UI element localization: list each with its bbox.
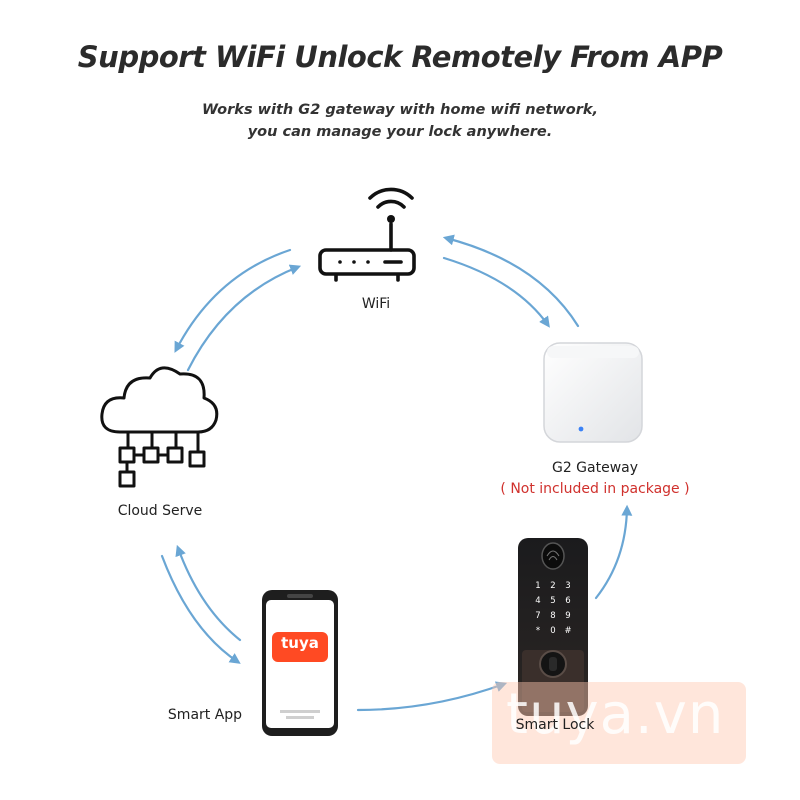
arrow-lock-to-gateway	[594, 504, 633, 600]
keypad-key: 6	[565, 596, 570, 606]
keypad-key: 3	[565, 581, 570, 591]
keypad-key: 8	[550, 611, 555, 621]
subtitle-line-2: you can manage your lock anywhere.	[247, 124, 553, 140]
watermark-text: tuya.vn	[506, 682, 725, 747]
keypad-key: 5	[550, 596, 555, 606]
wifi-label: WiFi	[361, 296, 391, 312]
keypad-key: 1	[535, 581, 540, 591]
watermark-badge	[492, 682, 746, 764]
smartphone-image	[262, 590, 338, 736]
tuya-app-icon	[272, 632, 328, 662]
smart-lock-label: Smart Lock	[515, 717, 595, 733]
keypad-key: #	[564, 626, 571, 636]
page-subtitle: Works with G2 gateway with home wifi net…	[0, 99, 800, 143]
arrow-wifi-to-cloud	[174, 248, 292, 353]
keypad-key: *	[536, 626, 540, 636]
subtitle-line-1: Works with G2 gateway with home wifi net…	[201, 102, 599, 118]
keypad-key: 4	[535, 596, 540, 606]
arrow-cloud-to-wifi	[186, 264, 302, 372]
keypad-key: 0	[550, 626, 555, 636]
arrow-wifi-to-gateway	[442, 256, 550, 328]
arrow-app-to-cloud	[175, 544, 242, 642]
keypad-key: 9	[565, 611, 570, 621]
not-included-note: ( Not included in package )	[500, 481, 690, 497]
page-title: Support WiFi Unlock Remotely From APP	[77, 40, 723, 74]
arrow-app-to-lock	[356, 681, 508, 712]
arrow-cloud-to-app	[160, 554, 241, 664]
smart-app-label: Smart App	[167, 707, 243, 723]
tuya-app-label: tuya	[281, 634, 319, 652]
cloud-serve-label: Cloud Serve	[117, 503, 203, 519]
smart-lock-image	[518, 538, 588, 716]
arrow-gateway-to-wifi	[442, 234, 580, 328]
wifi-router-icon	[318, 187, 416, 282]
g2-gateway-image	[543, 342, 643, 443]
keypad-key: 2	[550, 581, 555, 591]
cloud-network-icon	[100, 366, 219, 488]
g2-gateway-label: G2 Gateway	[551, 460, 639, 476]
flow-arrows	[160, 234, 633, 712]
keypad-key: 7	[535, 611, 540, 621]
